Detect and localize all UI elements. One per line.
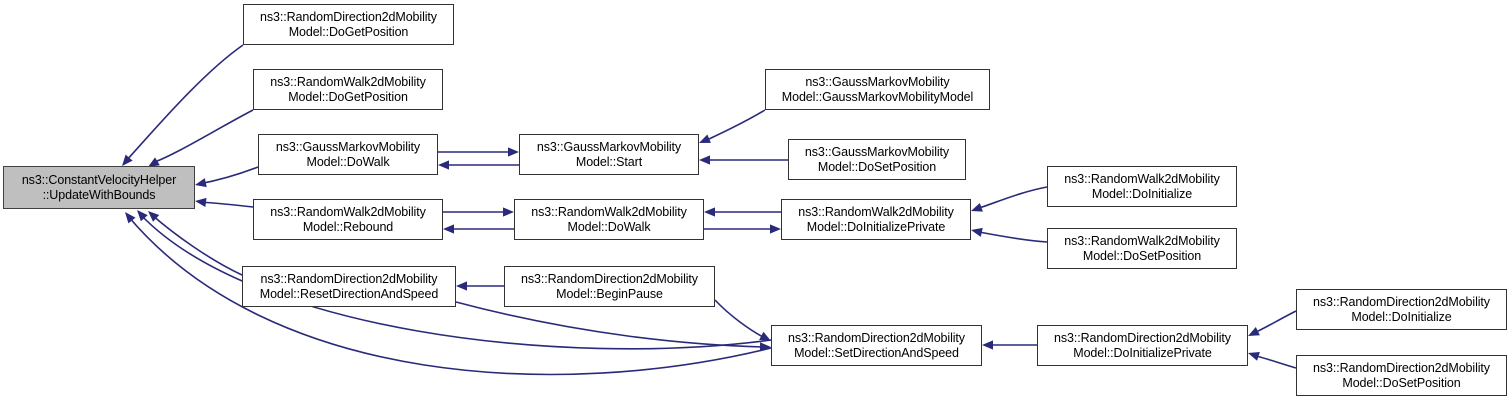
call-edge	[706, 109, 766, 141]
graph-node[interactable]: ns3::GaussMarkovMobility Model::DoWalk	[258, 134, 438, 175]
graph-node-label: ns3::RandomDirection2dMobility Model::Do…	[1313, 360, 1490, 390]
graph-node-label: ns3::GaussMarkovMobility Model::Start	[536, 139, 682, 169]
edge-arrowhead	[759, 342, 771, 352]
graph-node[interactable]: ns3::RandomWalk2dMobility Model::DoGetPo…	[253, 69, 443, 110]
graph-node[interactable]: ns3::RandomWalk2dMobility Model::DoSetPo…	[1047, 228, 1237, 269]
graph-node-label: ns3::RandomWalk2dMobility Model::DoIniti…	[1064, 171, 1220, 201]
edge-arrowhead	[982, 340, 993, 350]
graph-node-label: ns3::RandomDirection2dMobility Model::Do…	[1313, 294, 1490, 324]
call-edge	[124, 44, 244, 163]
edge-arrowhead	[443, 224, 454, 234]
edge-arrowhead	[699, 134, 711, 143]
graph-node-label: ns3::GaussMarkovMobility Model::DoWalk	[275, 139, 421, 169]
graph-node[interactable]: ns3::RandomDirection2dMobility Model::Do…	[1296, 355, 1507, 396]
graph-node-label: ns3::RandomWalk2dMobility Model::DoWalk	[531, 204, 687, 234]
edge-arrowhead	[456, 281, 467, 291]
graph-node-label: ns3::RandomWalk2dMobility Model::DoSetPo…	[1064, 233, 1220, 263]
graph-node[interactable]: ns3::RandomDirection2dMobility Model::Do…	[1037, 325, 1248, 366]
edge-arrowhead	[195, 197, 207, 207]
graph-node-label: ns3::RandomWalk2dMobility Model::DoIniti…	[798, 204, 954, 234]
graph-node[interactable]: ns3::RandomWalk2dMobility Model::DoWalk	[514, 199, 704, 240]
graph-node[interactable]: ns3::RandomDirection2dMobility Model::Se…	[771, 325, 982, 366]
call-edge	[1255, 310, 1297, 333]
call-edge	[714, 299, 764, 338]
edge-arrowhead	[122, 154, 133, 166]
edge-arrowhead	[125, 212, 136, 224]
graph-node[interactable]: ns3::GaussMarkovMobility Model::DoSetPos…	[788, 139, 966, 180]
call-edge	[455, 301, 764, 348]
graph-node[interactable]: ns3::RandomDirection2dMobility Model::Re…	[242, 266, 456, 307]
edge-arrowhead	[503, 207, 514, 217]
graph-node-label: ns3::RandomDirection2dMobility Model::Do…	[1054, 330, 1231, 360]
call-edge	[978, 186, 1048, 209]
call-edge	[1255, 355, 1297, 369]
edge-arrowhead	[508, 147, 519, 157]
graph-node[interactable]: ns3::RandomDirection2dMobility Model::Do…	[243, 4, 454, 45]
graph-node[interactable]: ns3::RandomDirection2dMobility Model::Be…	[504, 266, 715, 307]
edge-arrowhead	[699, 155, 710, 165]
edge-arrowhead	[971, 227, 983, 237]
edge-arrowhead	[438, 160, 449, 170]
graph-node-label: ns3::RandomDirection2dMobility Model::Be…	[521, 271, 698, 301]
graph-node-label: ns3::RandomWalk2dMobility Model::Rebound	[270, 204, 426, 234]
call-edge	[198, 201, 254, 208]
call-edge	[198, 166, 259, 185]
edge-arrowhead	[195, 178, 207, 188]
edge-arrowhead	[759, 331, 771, 341]
edge-arrowhead	[148, 211, 160, 222]
graph-node-label: ns3::RandomDirection2dMobility Model::Do…	[260, 9, 437, 39]
edge-arrowhead	[971, 202, 983, 212]
graph-node[interactable]: ns3::RandomDirection2dMobility Model::Do…	[1296, 289, 1507, 330]
graph-node-label: ns3::GaussMarkovMobility Model::GaussMar…	[781, 74, 974, 104]
call-edge	[978, 231, 1048, 243]
graph-node[interactable]: ns3::RandomWalk2dMobility Model::DoIniti…	[1047, 166, 1237, 207]
graph-node[interactable]: ns3::GaussMarkovMobility Model::Start	[519, 134, 699, 175]
graph-node-label: ns3::RandomDirection2dMobility Model::Se…	[788, 330, 965, 360]
call-edge	[151, 109, 254, 164]
edge-arrowhead	[704, 207, 715, 217]
edge-arrowhead	[770, 224, 781, 234]
edge-arrowhead	[1248, 326, 1260, 336]
call-edge	[151, 214, 243, 276]
graph-node[interactable]: ns3::RandomWalk2dMobility Model::Rebound	[253, 199, 443, 240]
graph-node[interactable]: ns3::RandomWalk2dMobility Model::DoIniti…	[781, 199, 971, 240]
graph-node[interactable]: ns3::GaussMarkovMobility Model::GaussMar…	[765, 69, 990, 110]
graph-node-label: ns3::RandomDirection2dMobility Model::Re…	[259, 271, 439, 301]
graph-node-label: ns3::ConstantVelocityHelper ::UpdateWith…	[21, 172, 177, 202]
graph-node-label: ns3::GaussMarkovMobility Model::DoSetPos…	[804, 144, 950, 174]
edge-arrowhead	[1248, 351, 1260, 361]
edge-arrowhead	[137, 210, 148, 222]
graph-node-root: ns3::ConstantVelocityHelper ::UpdateWith…	[3, 166, 195, 209]
graph-node-label: ns3::RandomWalk2dMobility Model::DoGetPo…	[270, 74, 426, 104]
